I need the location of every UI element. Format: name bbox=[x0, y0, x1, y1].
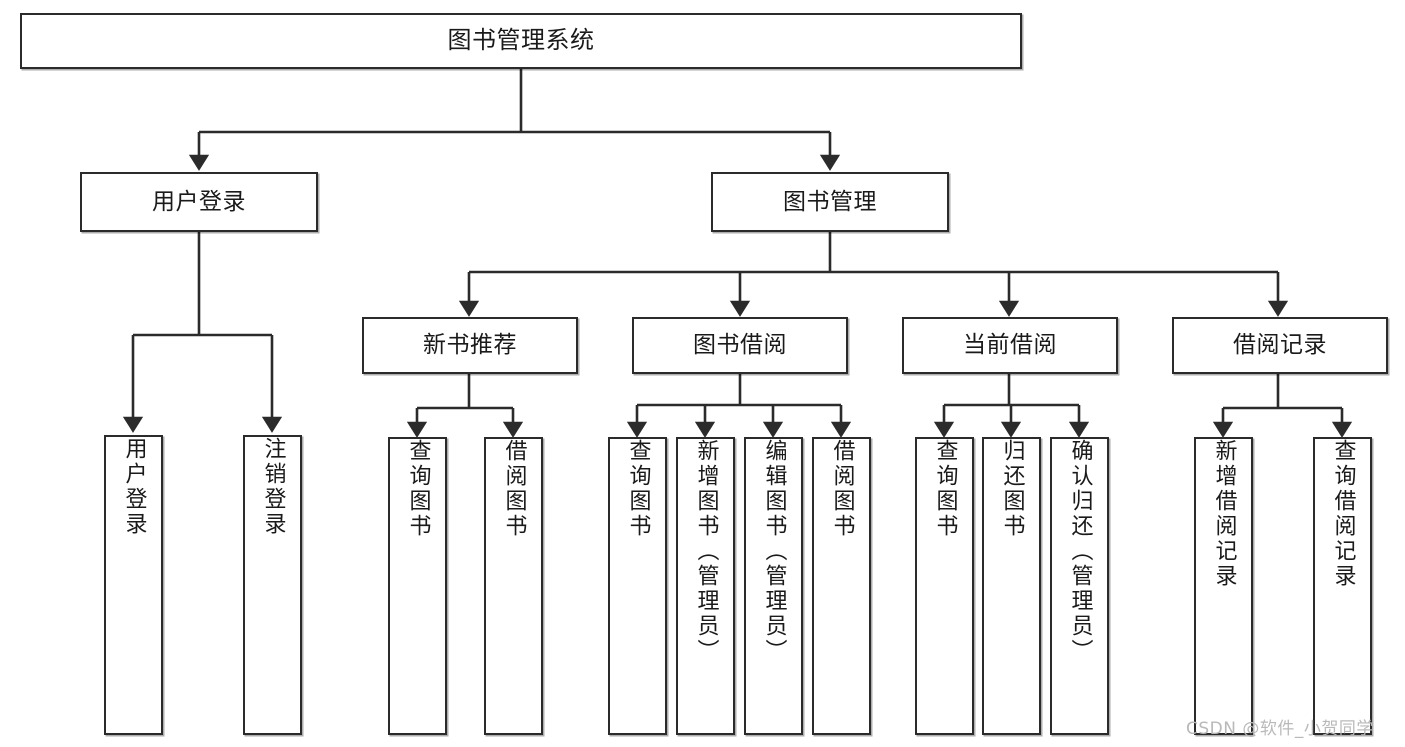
node-label: 确认归还（管理员） bbox=[1067, 439, 1093, 664]
node-leaf-borrow-book-recommend[interactable]: 借阅图书 bbox=[484, 437, 543, 735]
node-root-book-management-system[interactable]: 图书管理系统 bbox=[20, 13, 1022, 69]
node-current-borrow[interactable]: 当前借阅 bbox=[902, 317, 1118, 374]
node-leaf-query-book-borrow[interactable]: 查询图书 bbox=[608, 437, 667, 735]
node-leaf-borrow-book[interactable]: 借阅图书 bbox=[812, 437, 871, 735]
node-label: 图书管理 bbox=[783, 188, 877, 215]
node-label: 借阅图书 bbox=[829, 439, 855, 539]
node-leaf-user-logout[interactable]: 注销登录 bbox=[243, 435, 302, 735]
watermark-text: CSDN @软件_小贺同学 bbox=[1186, 719, 1374, 739]
node-label: 查询图书 bbox=[932, 439, 958, 539]
node-label: 注销登录 bbox=[260, 437, 286, 537]
node-user-login[interactable]: 用户登录 bbox=[80, 172, 318, 232]
node-label: 借阅记录 bbox=[1233, 332, 1327, 359]
node-leaf-query-borrow-record[interactable]: 查询借阅记录 bbox=[1313, 437, 1372, 735]
node-book-management[interactable]: 图书管理 bbox=[711, 172, 949, 232]
node-label: 查询图书 bbox=[625, 439, 651, 539]
node-label: 查询图书 bbox=[405, 439, 431, 539]
node-leaf-user-login[interactable]: 用户登录 bbox=[104, 435, 163, 735]
node-label: 新增借阅记录 bbox=[1211, 439, 1237, 589]
node-label: 查询借阅记录 bbox=[1330, 439, 1356, 589]
node-label: 借阅图书 bbox=[501, 439, 527, 539]
node-book-borrow[interactable]: 图书借阅 bbox=[632, 317, 848, 374]
node-new-book-recommend[interactable]: 新书推荐 bbox=[362, 317, 578, 374]
node-leaf-add-borrow-record[interactable]: 新增借阅记录 bbox=[1194, 437, 1253, 735]
node-leaf-query-book-recommend[interactable]: 查询图书 bbox=[388, 437, 447, 735]
node-label: 用户登录 bbox=[152, 188, 246, 215]
node-label: 编辑图书（管理员） bbox=[761, 439, 787, 664]
node-leaf-confirm-return-admin[interactable]: 确认归还（管理员） bbox=[1050, 437, 1109, 735]
node-label: 图书借阅 bbox=[693, 332, 787, 359]
node-label: 图书管理系统 bbox=[447, 26, 595, 55]
node-label: 用户登录 bbox=[121, 437, 147, 537]
node-leaf-query-book-current[interactable]: 查询图书 bbox=[915, 437, 974, 735]
node-label: 归还图书 bbox=[999, 439, 1025, 539]
node-borrow-record[interactable]: 借阅记录 bbox=[1172, 317, 1388, 374]
node-leaf-edit-book-admin[interactable]: 编辑图书（管理员） bbox=[744, 437, 803, 735]
node-leaf-add-book-admin[interactable]: 新增图书（管理员） bbox=[676, 437, 735, 735]
node-leaf-return-book[interactable]: 归还图书 bbox=[982, 437, 1041, 735]
node-label: 新书推荐 bbox=[423, 332, 517, 359]
node-label: 当前借阅 bbox=[963, 332, 1057, 359]
node-label: 新增图书（管理员） bbox=[693, 439, 719, 664]
